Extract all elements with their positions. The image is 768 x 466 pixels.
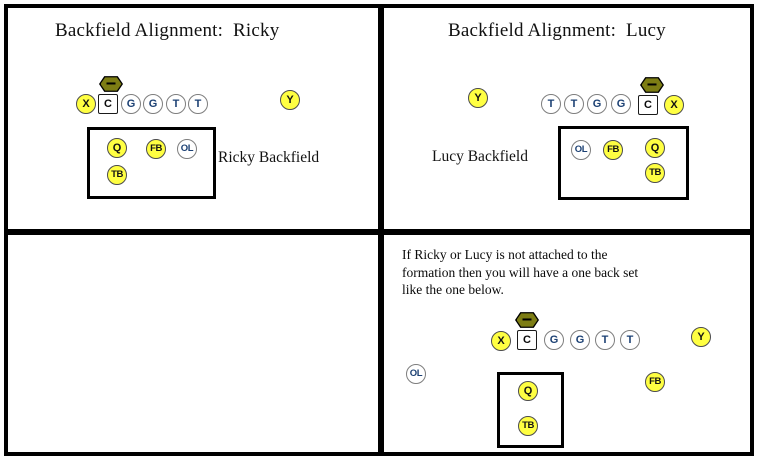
lucy-title: Backfield Alignment: Lucy — [448, 20, 666, 41]
lucy-player-g1: G — [587, 94, 607, 114]
oneback-player-g2: G — [570, 330, 590, 350]
oneback-note: If Ricky or Lucy is not attached to the … — [402, 246, 638, 299]
ricky-player-g2: G — [143, 94, 163, 114]
oneback-player-t1: T — [595, 330, 615, 350]
oneback-player-g1: G — [544, 330, 564, 350]
ricky-player-q: Q — [107, 138, 127, 158]
ricky-player-t1: T — [166, 94, 186, 114]
ricky-player-g1: G — [121, 94, 141, 114]
ricky-player-tb: TB — [107, 165, 127, 185]
horizontal-divider — [4, 229, 754, 235]
ricky-center-c: C — [98, 94, 118, 114]
note-line: If Ricky or Lucy is not attached to the — [402, 247, 608, 262]
oneback-player-fb: FB — [645, 372, 665, 392]
lucy-football-icon — [640, 77, 664, 93]
ricky-title: Backfield Alignment: Ricky — [55, 20, 280, 41]
ricky-player-fb: FB — [146, 139, 166, 159]
lucy-player-t2: T — [564, 94, 584, 114]
note-line: formation then you will have a one back … — [402, 264, 639, 280]
lucy-center-c: C — [638, 95, 658, 115]
lucy-player-q: Q — [645, 138, 665, 158]
lucy-player-x: X — [664, 95, 684, 115]
ricky-football-icon — [99, 76, 123, 92]
oneback-backfield-box — [497, 372, 564, 448]
lucy-player-g2: G — [611, 94, 631, 114]
lucy-player-t1: T — [541, 94, 561, 114]
ricky-player-y: Y — [280, 90, 300, 110]
oneback-football-icon — [515, 312, 539, 328]
ricky-player-x: X — [76, 94, 96, 114]
ricky-player-ol: OL — [177, 139, 197, 159]
lucy-player-tb: TB — [645, 163, 665, 183]
oneback-player-t2: T — [620, 330, 640, 350]
lucy-player-ol: OL — [571, 140, 591, 160]
oneback-player-x: X — [491, 331, 511, 351]
lucy-player-y: Y — [468, 88, 488, 108]
oneback-player-tb: TB — [518, 416, 538, 436]
oneback-center-c: C — [517, 330, 537, 350]
lucy-player-fb: FB — [603, 140, 623, 160]
ricky-backfield-label: Ricky Backfield — [218, 149, 320, 166]
note-line: like the one below. — [402, 282, 504, 297]
lucy-backfield-box — [558, 126, 689, 200]
lucy-backfield-label: Lucy Backfield — [432, 148, 528, 165]
oneback-player-q: Q — [518, 381, 538, 401]
ricky-player-t2: T — [188, 94, 208, 114]
ricky-backfield-box — [87, 127, 216, 199]
oneback-player-y: Y — [691, 327, 711, 347]
oneback-player-ol: OL — [406, 364, 426, 384]
